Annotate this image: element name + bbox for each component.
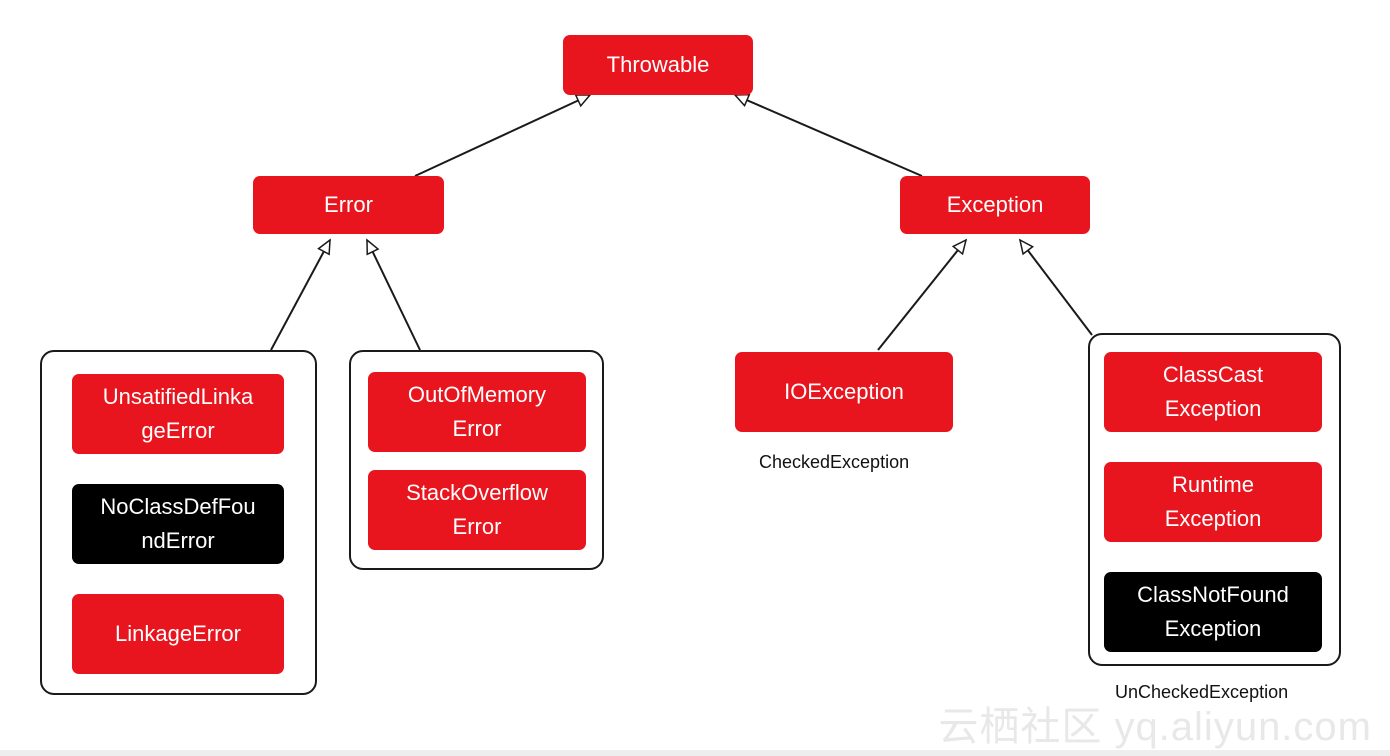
node-throwable: Throwable [563,35,753,95]
node-class-cast-exception: ClassCast Exception [1104,352,1322,432]
node-stack-overflow-error: StackOverflow Error [368,470,586,550]
arrow-group-memory-to-error [366,238,421,351]
node-exception: Exception [900,176,1090,234]
node-no-class-def-found-error: NoClassDefFou ndError [72,484,284,564]
node-io-exception: IOException [735,352,953,432]
bottom-strip [0,750,1390,756]
arrow-error-to-throwable [414,94,592,177]
arrow-ioexception-to-exception [877,238,968,351]
arrow-group-unchecked-to-exception [1018,238,1093,336]
arrow-exception-to-throwable [733,93,923,177]
node-unsatisfied-linkage-error: UnsatifiedLinka geError [72,374,284,454]
arrow-group-linkage-to-error [270,238,331,351]
node-runtime-exception: Runtime Exception [1104,462,1322,542]
node-linkage-error: LinkageError [72,594,284,674]
watermark: 云栖社区 yq.aliyun.com [938,705,1372,749]
node-out-of-memory-error: OutOfMemory Error [368,372,586,452]
node-error: Error [253,176,444,234]
node-class-not-found-exception: ClassNotFound Exception [1104,572,1322,652]
caption-checked-exception: CheckedException [759,452,910,472]
caption-unchecked-exception: UnCheckedException [1115,682,1289,702]
